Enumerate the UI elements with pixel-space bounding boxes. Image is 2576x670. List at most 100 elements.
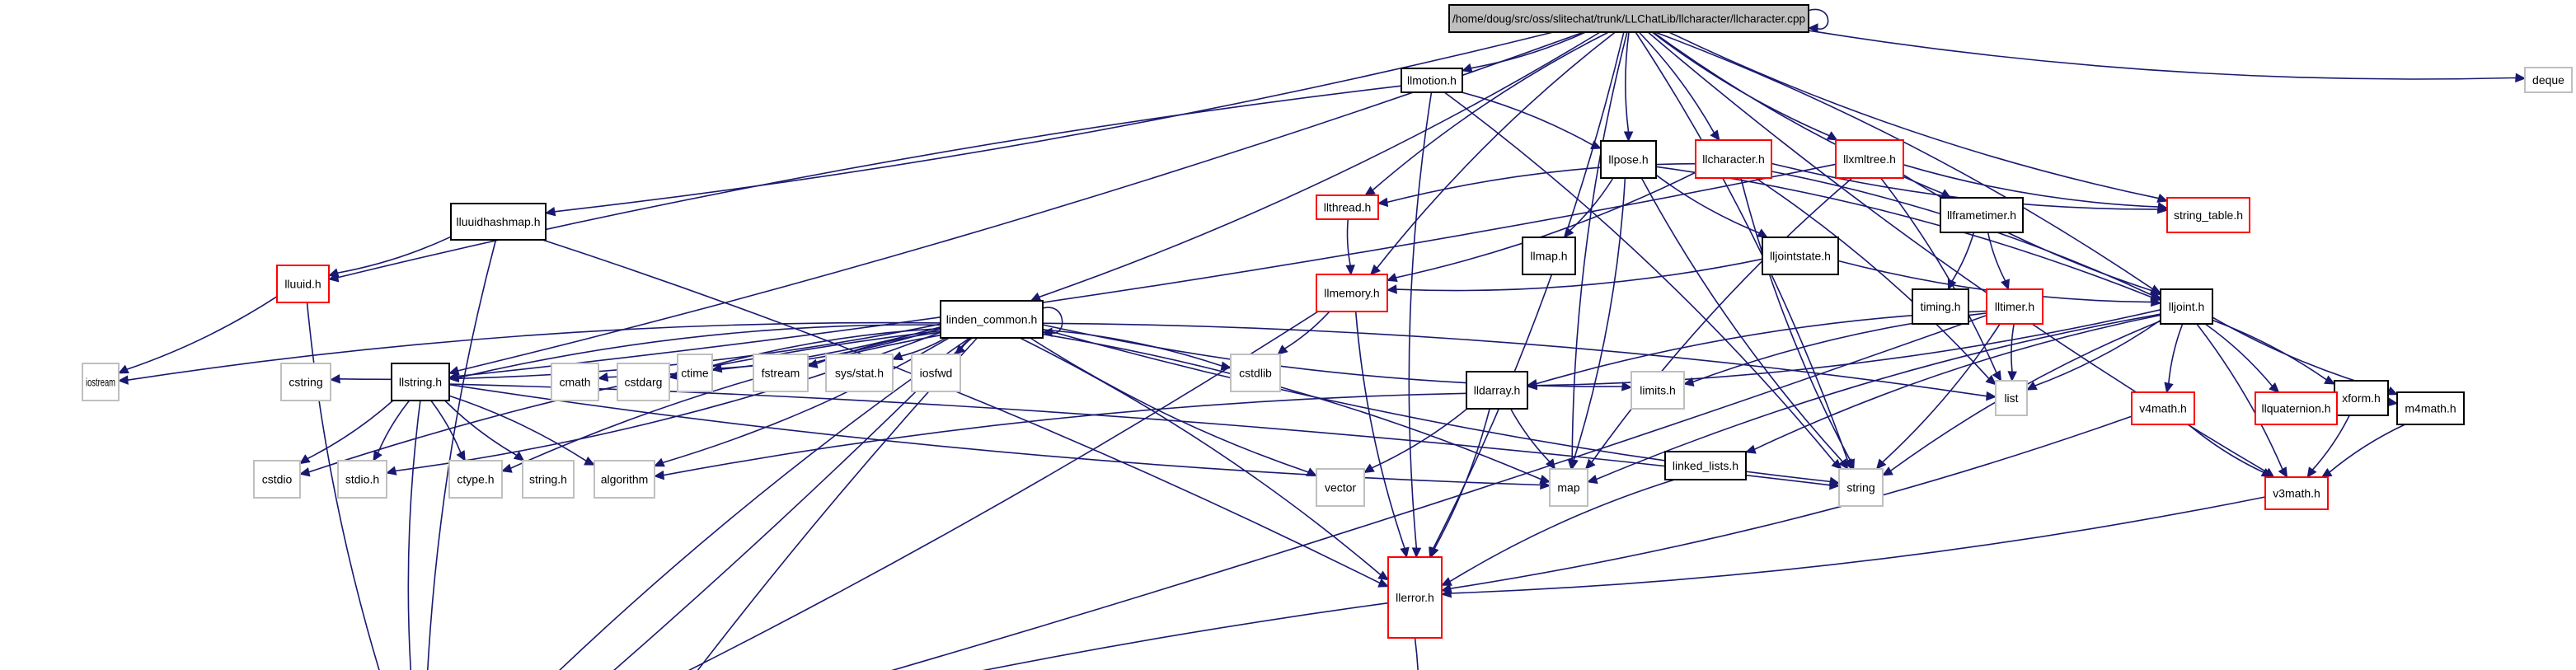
edge-root-to-deque bbox=[1808, 30, 2527, 83]
edge-line bbox=[1395, 258, 1763, 292]
node-root[interactable]: /home/doug/src/oss/slitechat/trunk/LLCha… bbox=[1448, 4, 1809, 33]
arrowhead-icon bbox=[2386, 397, 2399, 407]
edge-line bbox=[377, 400, 411, 454]
node-box bbox=[1316, 274, 1388, 312]
edge-llstring-to-map bbox=[448, 383, 1551, 490]
edge-line bbox=[1030, 337, 1310, 473]
node-box bbox=[1230, 354, 1281, 392]
edge-line bbox=[1038, 31, 1601, 298]
edge-llstring-to-ctype bbox=[430, 400, 466, 462]
node-string: string bbox=[1838, 468, 1884, 507]
arrowhead-icon bbox=[1363, 463, 1375, 474]
node-llxmltree[interactable]: llxmltree.h bbox=[1835, 139, 1904, 179]
node-label: cmath bbox=[559, 376, 590, 389]
node-ctime: ctime bbox=[677, 354, 713, 392]
edge-lluuidhashmap-to-stdtypes bbox=[427, 239, 497, 670]
node-label: v4math.h bbox=[2139, 402, 2187, 415]
arrowhead-icon bbox=[2156, 193, 2169, 203]
arrowhead-icon bbox=[1369, 264, 1381, 275]
node-box bbox=[2160, 288, 2213, 325]
edge-line bbox=[457, 324, 941, 379]
node-lldarray[interactable]: lldarray.h bbox=[1466, 371, 1528, 410]
edge-lljoint-to-map bbox=[1586, 313, 2161, 485]
edge-line bbox=[2328, 424, 2406, 474]
node-algorithm: algorithm bbox=[594, 460, 655, 499]
edge-line bbox=[1651, 31, 1831, 137]
node-label: llmap.h bbox=[1530, 250, 1567, 263]
node-label: llframetimer.h bbox=[1947, 208, 2016, 222]
node-llthread[interactable]: llthread.h bbox=[1316, 194, 1379, 220]
arrowhead-icon bbox=[1345, 265, 1355, 276]
node-llmemory[interactable]: llmemory.h bbox=[1316, 274, 1388, 312]
edge-llmotion-to-llpose bbox=[1461, 91, 1602, 150]
edge-line bbox=[687, 311, 1319, 670]
node-m4math[interactable]: m4math.h bbox=[2396, 391, 2465, 425]
node-llmotion[interactable]: llmotion.h bbox=[1401, 68, 1463, 93]
edge-line bbox=[448, 395, 588, 462]
edge-linden_common-to-climits bbox=[613, 337, 971, 670]
node-label: llerror.h bbox=[1396, 591, 1434, 604]
arrowhead-icon bbox=[2150, 297, 2162, 307]
edge-llmotion-to-llerror bbox=[1408, 91, 1433, 559]
node-linked-lists[interactable]: linked_lists.h bbox=[1664, 451, 1747, 480]
edge-v3math-to-llerror bbox=[1440, 496, 2266, 598]
edge-xform-to-v3math bbox=[2306, 415, 2350, 478]
node-lltimer[interactable]: lltimer.h bbox=[1986, 288, 2043, 325]
edge-line bbox=[1395, 171, 1696, 279]
node-llerror[interactable]: llerror.h bbox=[1387, 556, 1443, 639]
edge-line bbox=[1569, 177, 1614, 232]
node-box bbox=[1838, 468, 1884, 507]
arrowhead-icon bbox=[1590, 140, 1602, 150]
arrowhead-icon bbox=[1540, 480, 1551, 490]
arrowhead-icon bbox=[2156, 202, 2169, 212]
node-llframetimer[interactable]: llframetimer.h bbox=[1940, 197, 2024, 233]
node-llstring[interactable]: llstring.h bbox=[391, 363, 450, 401]
node-lljointstate[interactable]: lljointstate.h bbox=[1762, 237, 1839, 275]
edge-line bbox=[1903, 174, 2154, 292]
node-llquaternion[interactable]: llquaternion.h bbox=[2255, 391, 2338, 425]
node-label: llquaternion.h bbox=[2261, 402, 2330, 415]
edge-root-to-lluuidhashmap bbox=[544, 31, 1554, 217]
edge-line bbox=[1354, 311, 1406, 550]
edge-lluuid-to-iostream bbox=[117, 296, 278, 374]
node-label: string bbox=[1846, 481, 1875, 494]
arrowhead-icon bbox=[1947, 279, 1957, 291]
node-llpose[interactable]: llpose.h bbox=[1600, 140, 1657, 179]
arrowhead-icon bbox=[1838, 458, 1849, 470]
node-label: list bbox=[2004, 391, 2018, 405]
edge-line bbox=[1625, 31, 1630, 134]
node-v4math[interactable]: v4math.h bbox=[2131, 391, 2195, 425]
node-lluuid[interactable]: lluuid.h bbox=[276, 265, 330, 303]
edge-llstring-to-cstdio bbox=[298, 400, 394, 465]
edge-line bbox=[2196, 323, 2284, 471]
node-xform[interactable]: xform.h bbox=[2334, 380, 2389, 416]
edge-root-to-llxmltree bbox=[1651, 31, 1838, 141]
node-box bbox=[253, 460, 301, 499]
arrowhead-icon bbox=[298, 454, 311, 465]
edge-line bbox=[1346, 218, 1352, 267]
node-llcharacter[interactable]: llcharacter.h bbox=[1695, 139, 1772, 179]
node-box bbox=[1940, 197, 2024, 233]
node-timing[interactable]: timing.h bbox=[1912, 288, 1969, 325]
edge-line bbox=[1638, 31, 1715, 134]
edge-line bbox=[697, 337, 978, 670]
node-string-table[interactable]: string_table.h bbox=[2166, 197, 2250, 233]
arrowhead-icon bbox=[117, 375, 129, 385]
node-vector: vector bbox=[1316, 468, 1365, 507]
node-lluuidhashmap[interactable]: lluuidhashmap.h bbox=[450, 203, 547, 241]
node-llmap[interactable]: llmap.h bbox=[1522, 237, 1576, 275]
edge-llpose-to-llmap bbox=[1563, 177, 1614, 238]
arrowhead-icon bbox=[1377, 570, 1390, 581]
edge-line bbox=[1042, 307, 1063, 334]
edge-line bbox=[1509, 408, 1551, 463]
edge-line bbox=[1655, 174, 1761, 234]
edge-line bbox=[2011, 323, 2015, 373]
edge-line bbox=[427, 239, 497, 670]
node-label: fstream bbox=[762, 367, 800, 380]
node-box bbox=[276, 265, 330, 303]
node-linden-common[interactable]: linden_common.h bbox=[940, 300, 1044, 339]
edge-line bbox=[900, 337, 946, 358]
arrowhead-icon bbox=[1411, 547, 1422, 559]
node-lljoint[interactable]: lljoint.h bbox=[2160, 288, 2213, 325]
node-v3math[interactable]: v3math.h bbox=[2264, 476, 2329, 510]
